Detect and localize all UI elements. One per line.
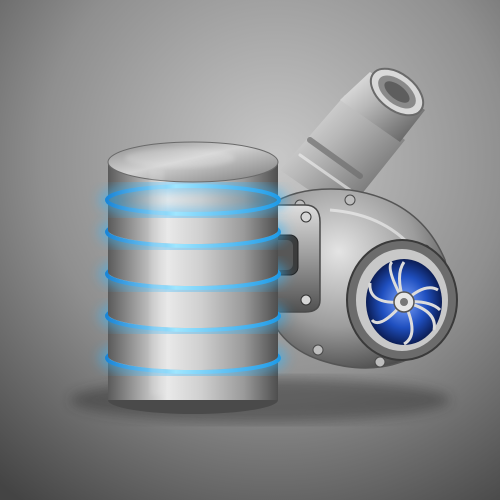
database-icon bbox=[100, 141, 286, 414]
impeller-inlet bbox=[346, 239, 458, 361]
specular-highlight bbox=[150, 170, 164, 395]
outlet-pipe bbox=[280, 67, 425, 215]
glow-ring bbox=[100, 180, 286, 220]
database-top-cap bbox=[107, 141, 279, 183]
